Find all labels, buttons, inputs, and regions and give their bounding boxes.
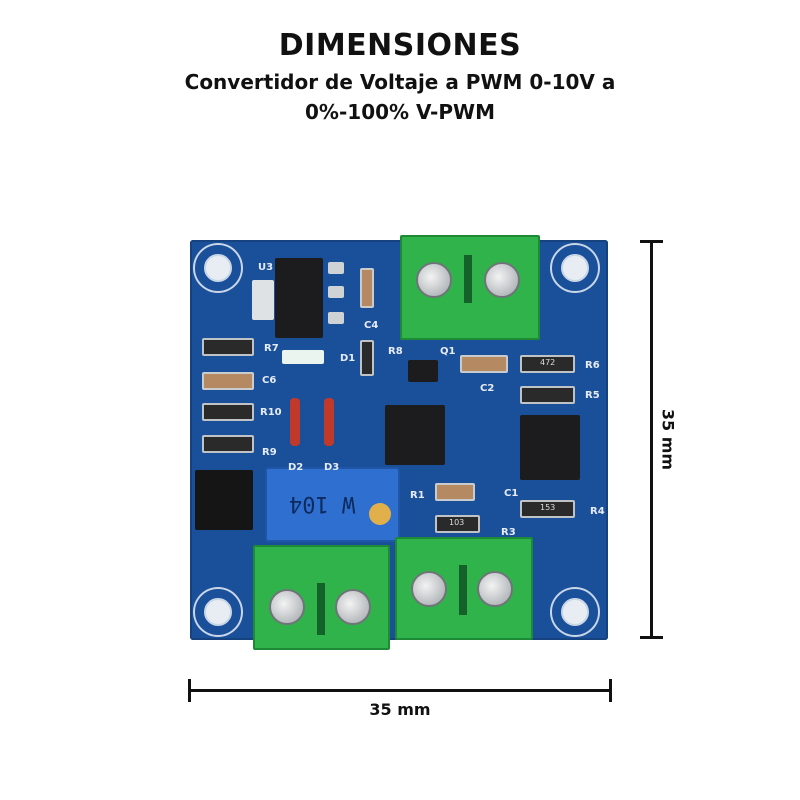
terminal-block-bottom-right[interactable] [395, 537, 533, 640]
silk-r6: R6 [585, 360, 600, 371]
silk-c4: C4 [364, 320, 379, 331]
diode-d2 [290, 398, 300, 446]
transistor-q1 [408, 360, 438, 382]
width-dimension-line [188, 689, 612, 692]
subtitle-line-2: 0%-100% V-PWM [305, 100, 495, 124]
terminal-block-top[interactable] [400, 235, 540, 340]
silk-r8: R8 [388, 346, 403, 357]
terminal-divider [459, 565, 467, 615]
mounting-hole [552, 589, 598, 635]
capacitor-c2 [460, 355, 508, 373]
dimension-tick [609, 679, 612, 702]
silk-c6: C6 [262, 375, 277, 386]
silk-c2: C2 [480, 383, 495, 394]
ic-chip-1 [385, 405, 445, 465]
silk-r5: R5 [585, 390, 600, 401]
silk-d1: D1 [340, 353, 356, 364]
subtitle-line-1: Convertidor de Voltaje a PWM 0-10V a [184, 70, 616, 94]
resistor-r10 [202, 403, 254, 421]
silk-d3: D3 [324, 462, 340, 473]
silk-r1: R1 [410, 490, 425, 501]
screw-icon[interactable] [335, 589, 371, 625]
silk-u3: U3 [258, 262, 274, 273]
silk-r4: R4 [590, 506, 605, 517]
pad [328, 262, 344, 274]
resistor-code: 472 [540, 358, 556, 367]
resistor-r4: 153 [520, 500, 575, 518]
jumper-header[interactable] [195, 470, 253, 530]
screw-icon[interactable] [484, 262, 520, 298]
silk-r7: R7 [264, 343, 279, 354]
screw-icon[interactable] [477, 571, 513, 607]
capacitor-c4 [360, 268, 374, 308]
diode-d3 [324, 398, 334, 446]
regulator-tab [252, 280, 274, 320]
resistor-code: 103 [449, 518, 465, 527]
terminal-divider [464, 255, 472, 303]
screw-icon[interactable] [416, 262, 452, 298]
terminal-block-bottom-left[interactable] [253, 545, 390, 650]
potentiometer-screw[interactable] [369, 503, 391, 525]
screw-icon[interactable] [411, 571, 447, 607]
silk-r10: R10 [260, 407, 282, 418]
pad [328, 312, 344, 324]
silk-c1: C1 [504, 488, 519, 499]
resistor-r8 [360, 340, 374, 376]
resistor-r6: 472 [520, 355, 575, 373]
capacitor-c1 [435, 483, 475, 501]
mounting-hole [552, 245, 598, 291]
silk-r3: R3 [501, 527, 516, 538]
pad [328, 286, 344, 298]
led-d1 [282, 350, 324, 364]
height-dimension-line [650, 240, 653, 638]
resistor-code: 153 [540, 503, 556, 512]
width-label: 35 mm [369, 700, 431, 719]
regulator-u3 [275, 258, 323, 338]
silk-q1: Q1 [440, 346, 456, 357]
resistor-r3: 103 [435, 515, 480, 533]
dimension-tick [188, 679, 191, 702]
screw-icon[interactable] [269, 589, 305, 625]
silk-d2: D2 [288, 462, 304, 473]
page-title: DIMENSIONES [278, 28, 522, 63]
mounting-hole [195, 589, 241, 635]
resistor-r5 [520, 386, 575, 404]
resistor-r9 [202, 435, 254, 453]
dimension-tick [640, 636, 663, 639]
mounting-hole [195, 245, 241, 291]
dimension-tick [640, 240, 663, 243]
potentiometer-label: W 104 [289, 491, 356, 516]
resistor-r7 [202, 338, 254, 356]
silk-r9: R9 [262, 447, 277, 458]
ic-chip-2 [520, 415, 580, 480]
capacitor-c6 [202, 372, 254, 390]
height-label: 35 mm [658, 408, 678, 471]
terminal-divider [317, 583, 325, 635]
potentiometer[interactable]: W 104 [265, 467, 400, 542]
